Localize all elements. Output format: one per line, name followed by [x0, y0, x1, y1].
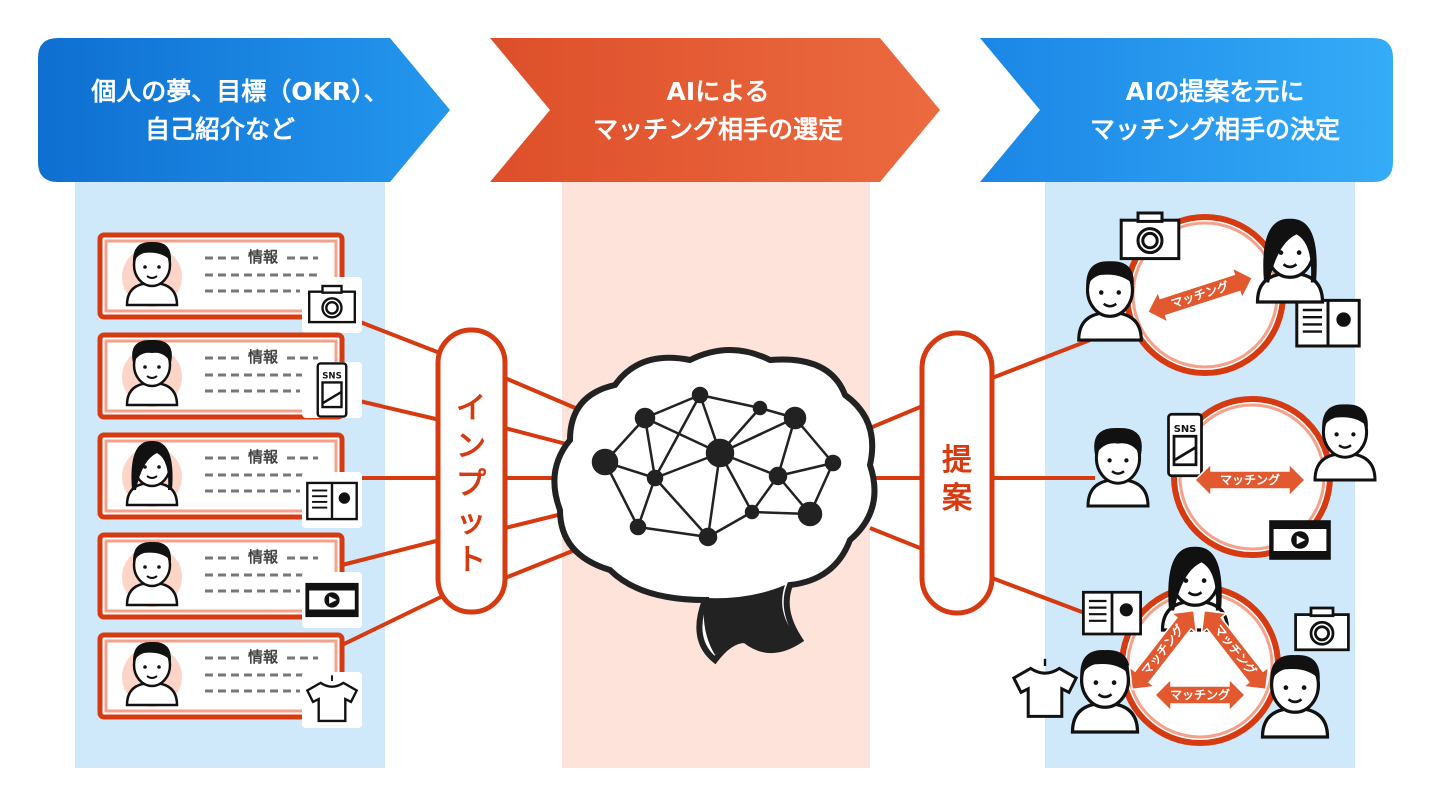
- header-decision: AIの提案を元に マッチング相手の決定: [980, 38, 1393, 182]
- ai-brain: [551, 347, 878, 665]
- pill-char: ッ: [456, 505, 486, 540]
- pill-char: 案: [942, 481, 973, 516]
- network-node: [752, 400, 768, 416]
- network-node: [691, 386, 709, 404]
- matching-label: マッチング: [1170, 687, 1230, 702]
- magazine-icon: [1082, 590, 1142, 636]
- info-card: 情報: [97, 632, 362, 728]
- matching-arrow: マッチング: [1153, 677, 1247, 713]
- neural-network-icon: [591, 386, 842, 547]
- sns-phone-icon: SNS: [1167, 412, 1203, 478]
- matching-group: SNS マッチング: [1086, 396, 1377, 560]
- person-icon: [1313, 404, 1377, 482]
- person-icon: [1077, 261, 1143, 342]
- camera-icon: [1294, 606, 1350, 652]
- network-node: [783, 406, 807, 430]
- network-node: [797, 501, 823, 527]
- header-input: 個人の夢、目標（OKR）、 自己紹介など: [38, 38, 450, 182]
- network-node: [698, 527, 718, 547]
- info-label: 情報: [248, 248, 279, 266]
- svg-text:AIによる: AIによる: [667, 77, 770, 106]
- matching-group: マッチングマッチングマッチング: [1011, 546, 1350, 746]
- matching-groups: マッチングSNSマッチングマッチングマッチングマッチング: [1011, 211, 1377, 746]
- video-icon: [1269, 520, 1331, 560]
- person-icon: [125, 541, 179, 607]
- matching-label: マッチング: [1220, 472, 1280, 487]
- svg-text:AIの提案を元に: AIの提案を元に: [1126, 77, 1305, 106]
- svg-text:SNS: SNS: [322, 372, 341, 382]
- person-icon: [1260, 655, 1330, 739]
- svg-text:マッチング相手の決定: マッチング相手の決定: [1090, 115, 1340, 144]
- info-label: 情報: [248, 648, 279, 666]
- network-edge: [636, 477, 657, 528]
- person-icon: [1255, 218, 1325, 304]
- person-icon: [125, 339, 179, 407]
- network-node: [629, 518, 647, 536]
- pill-char: 提: [942, 443, 973, 478]
- person-icon: [125, 241, 179, 307]
- pill-char: ン: [456, 429, 486, 464]
- magazine-icon: [1295, 298, 1361, 348]
- network-node: [824, 454, 842, 472]
- sns-phone-icon: SNS: [316, 362, 348, 418]
- network-node: [744, 504, 760, 520]
- network-edge: [653, 394, 702, 479]
- person-icon: [1086, 427, 1150, 508]
- shirt-icon: [1011, 658, 1079, 718]
- network-edge: [637, 525, 709, 539]
- network-node: [646, 469, 664, 487]
- shirt-icon: [305, 675, 359, 723]
- info-card: 情報: [97, 232, 362, 333]
- pill-char: プ: [456, 467, 487, 502]
- info-label: 情報: [248, 548, 279, 566]
- video-icon: [305, 582, 359, 618]
- info-card: 情報: [97, 532, 362, 628]
- pill-char: ト: [456, 543, 486, 578]
- person-icon: [1070, 650, 1140, 734]
- network-node: [634, 407, 656, 429]
- matching-arrow: マッチング: [1193, 462, 1307, 498]
- proposal-pill: 提案: [919, 330, 995, 616]
- network-node: [705, 438, 735, 468]
- header-selection: AIによる マッチング相手の選定: [490, 38, 940, 182]
- brain-stem-icon: [703, 585, 800, 655]
- camera-icon: [308, 284, 356, 324]
- network-node: [591, 448, 619, 476]
- svg-text:マッチング相手の選定: マッチング相手の選定: [593, 115, 843, 144]
- network-edge: [699, 393, 761, 410]
- svg-text:SNS: SNS: [1174, 424, 1197, 435]
- matching-group: マッチング: [1077, 211, 1361, 376]
- network-node: [768, 466, 788, 486]
- pill-char: イ: [456, 391, 486, 426]
- info-card: 情報: [97, 432, 362, 528]
- info-card: 情報 SNS: [97, 332, 362, 420]
- person-icon: [125, 440, 179, 507]
- camera-icon: [1119, 211, 1181, 261]
- network-edge: [654, 477, 709, 538]
- person-icon: [125, 641, 179, 707]
- info-label: 情報: [248, 348, 279, 366]
- info-label: 情報: [248, 448, 279, 466]
- svg-text:自己紹介など: 自己紹介など: [145, 115, 295, 144]
- network-edge: [777, 461, 834, 478]
- magazine-icon: [306, 481, 358, 521]
- svg-text:個人の夢、目標（OKR）、: 個人の夢、目標（OKR）、: [90, 77, 388, 106]
